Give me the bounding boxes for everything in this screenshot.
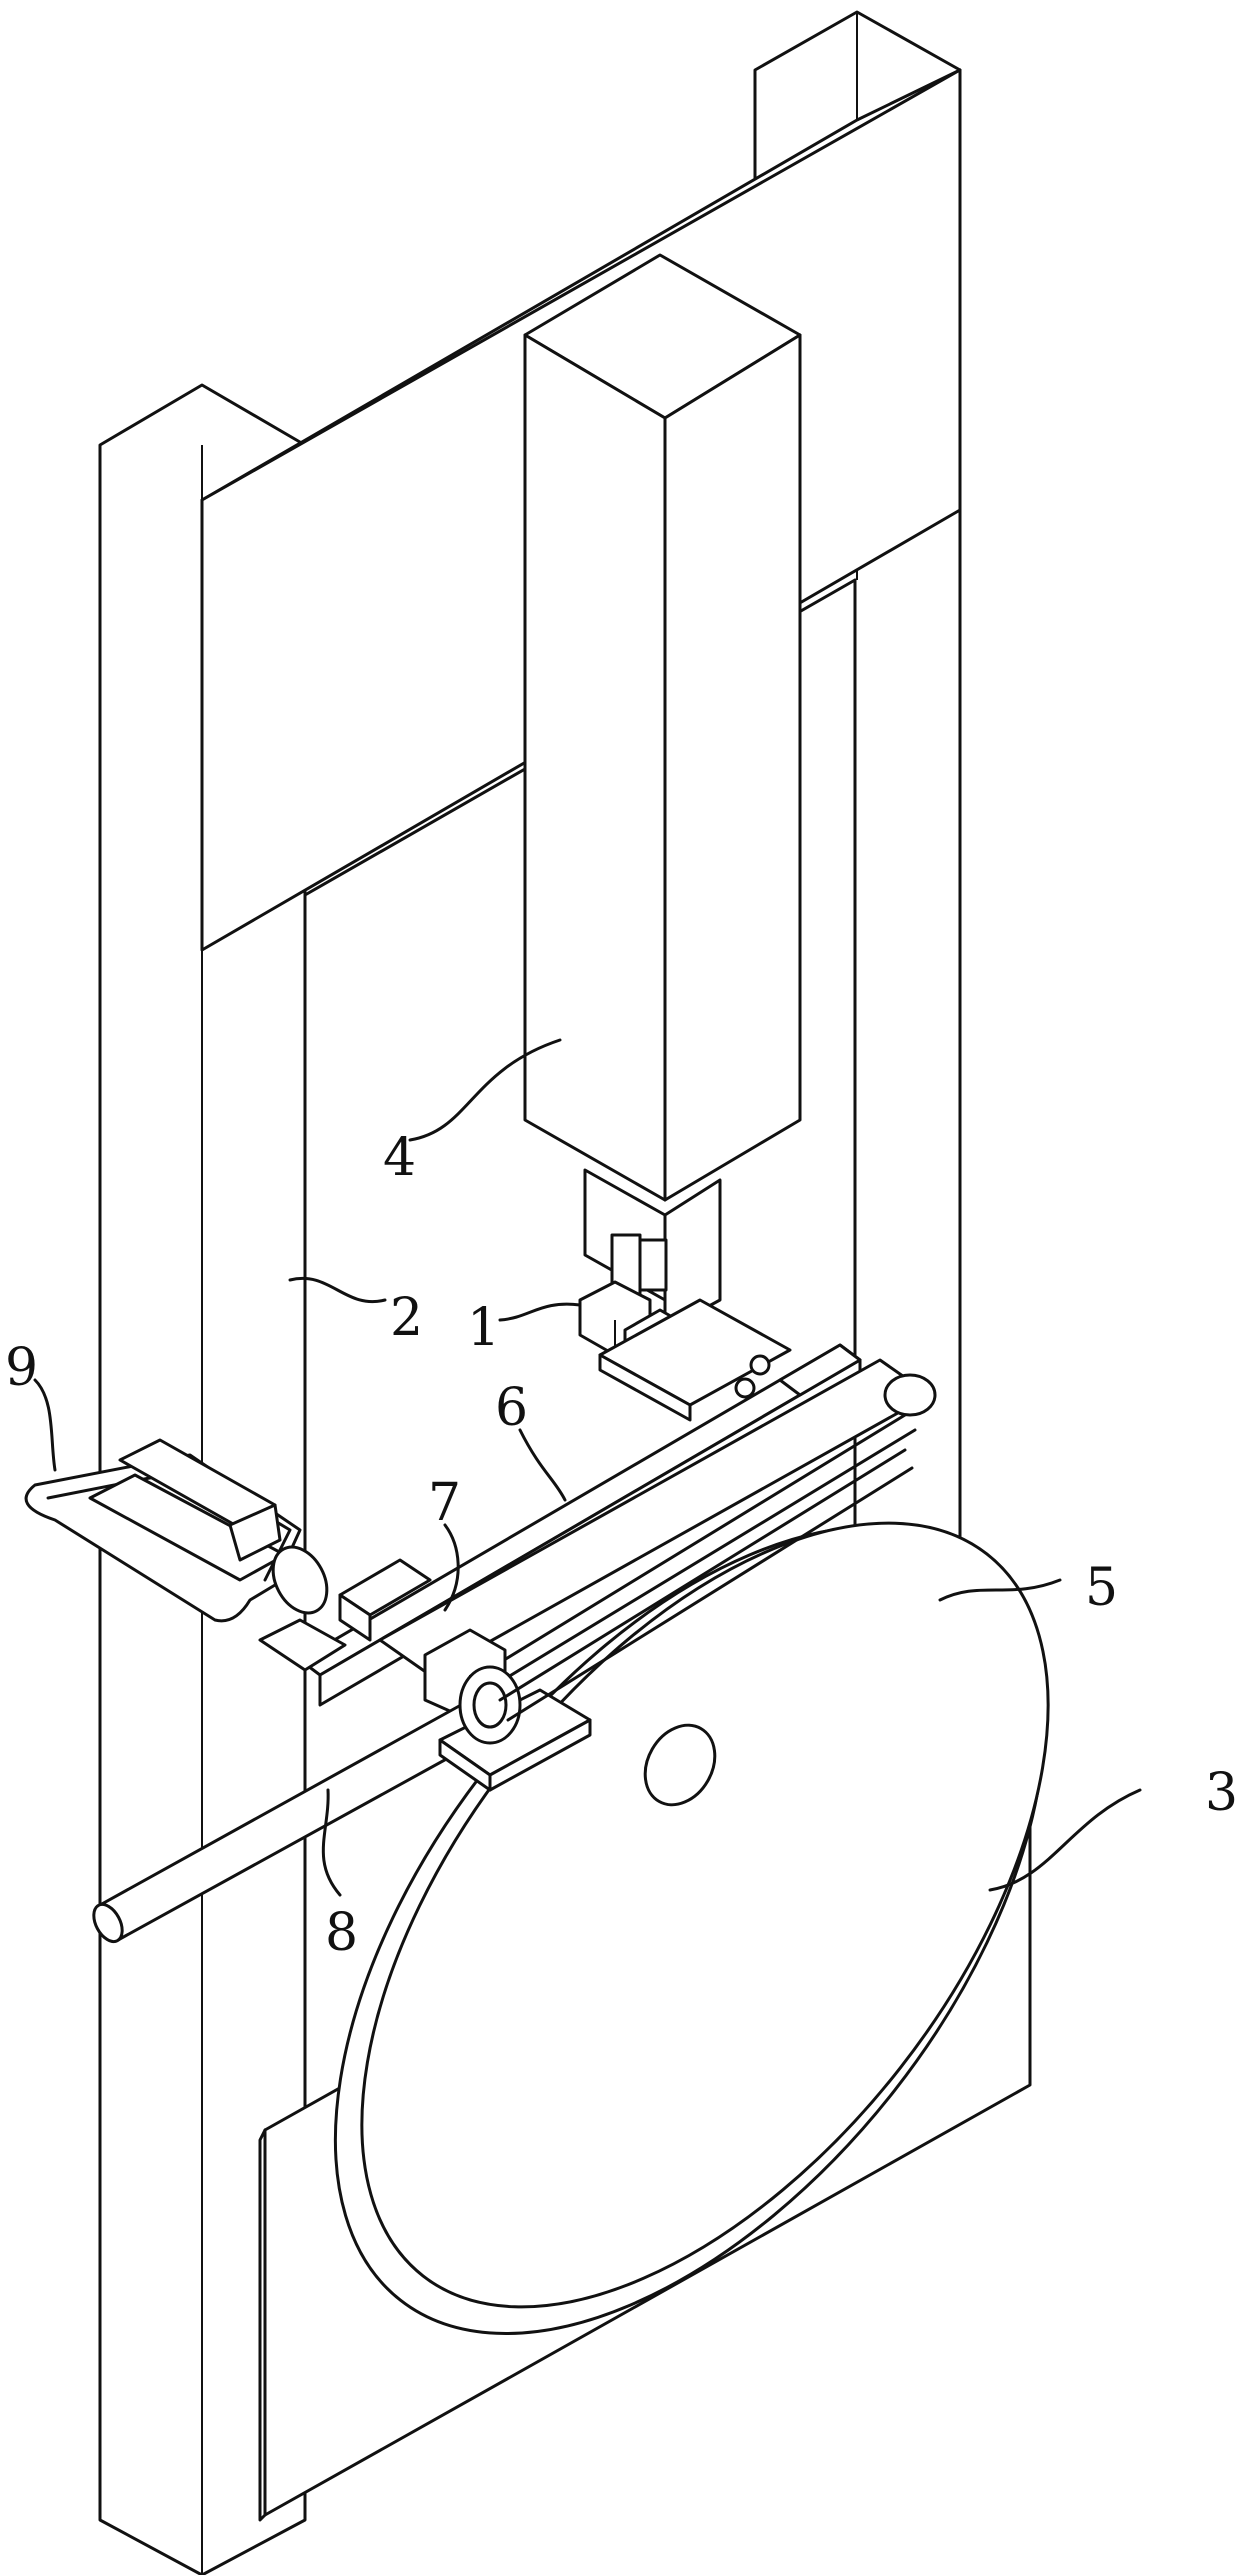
reference-numerals: 4 2 1 6 7 5 3 8 9 <box>5 1128 1238 1963</box>
label-1: 1 <box>467 1298 500 1358</box>
leader-7 <box>443 1523 460 1612</box>
leader-1 <box>498 1302 582 1322</box>
label-2: 2 <box>390 1288 423 1348</box>
label-6: 6 <box>495 1378 528 1438</box>
leader-6 <box>518 1428 567 1502</box>
gripper-1 <box>578 1280 792 1422</box>
leader-8 <box>321 1788 342 1897</box>
conveyor-right <box>378 1358 937 1702</box>
leader-lines <box>33 1038 1142 1897</box>
leader-5 <box>938 1578 1062 1602</box>
leader-9 <box>33 1378 57 1472</box>
label-3: 3 <box>1205 1763 1238 1823</box>
shaft-8 <box>92 1448 914 1944</box>
label-9: 9 <box>5 1338 38 1398</box>
label-8: 8 <box>325 1903 358 1963</box>
leader-4 <box>408 1038 562 1142</box>
label-5: 5 <box>1085 1558 1118 1618</box>
actuator-4 <box>523 253 802 1332</box>
leader-3 <box>988 1788 1142 1892</box>
conveyor-left-9 <box>24 1438 329 1623</box>
leader-2 <box>288 1276 387 1304</box>
label-7: 7 <box>428 1473 461 1533</box>
label-4: 4 <box>383 1128 416 1188</box>
